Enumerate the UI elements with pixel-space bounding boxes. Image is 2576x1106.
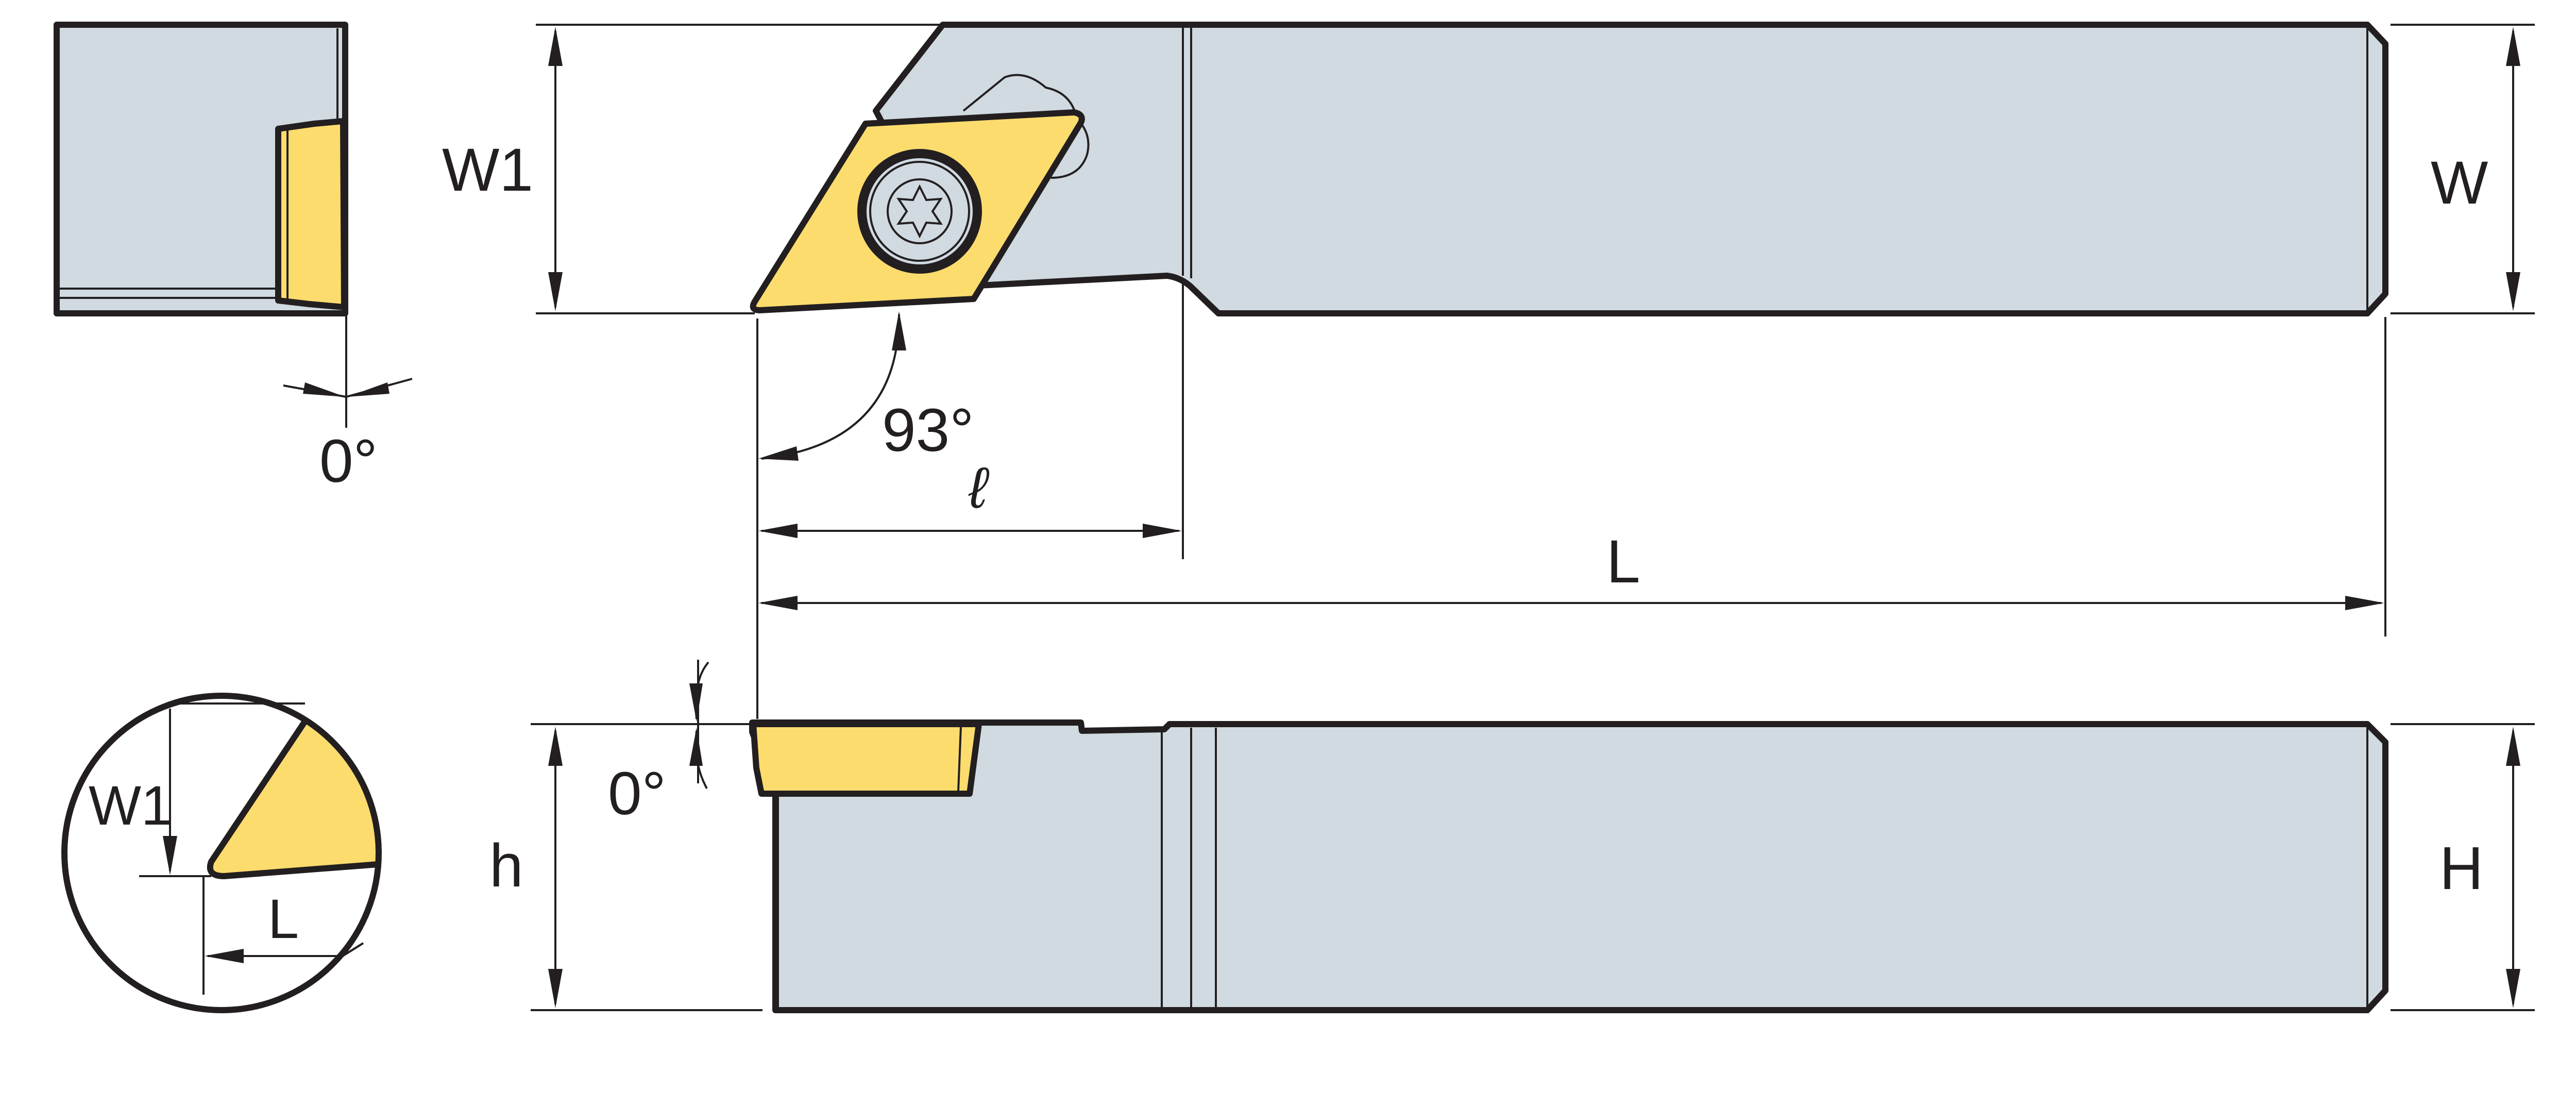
side-angle-label: 0° bbox=[608, 760, 666, 828]
arrowhead-icon bbox=[2345, 596, 2384, 610]
side-view-insert-edge bbox=[957, 726, 962, 792]
arrowhead-icon bbox=[347, 382, 389, 397]
top-w-label: W bbox=[2431, 149, 2488, 217]
arrowhead-icon bbox=[2506, 969, 2520, 1008]
torx-icon bbox=[896, 184, 943, 239]
screw-ring bbox=[869, 161, 970, 262]
side-h-label: h bbox=[489, 832, 523, 900]
arrowhead-icon bbox=[2506, 27, 2520, 66]
arrowhead-icon bbox=[548, 272, 563, 311]
top-view-shank bbox=[873, 22, 2388, 316]
arrowhead-icon bbox=[205, 949, 244, 963]
arrowhead-icon bbox=[689, 683, 703, 722]
arrowhead-icon bbox=[163, 836, 177, 875]
top-w1-label: W1 bbox=[442, 136, 533, 204]
arrowhead-icon bbox=[303, 382, 345, 397]
side-H-label: H bbox=[2439, 834, 2483, 902]
side-view: 0° h H bbox=[489, 660, 2535, 1013]
detail-w1-label: W1 bbox=[89, 774, 172, 836]
angle-93-label: 93° bbox=[882, 396, 974, 464]
detail-view: W1 L bbox=[61, 693, 382, 1013]
ell-label: ℓ bbox=[968, 456, 990, 520]
side-view-shank bbox=[749, 719, 2388, 1013]
arrowhead-icon bbox=[1143, 524, 1182, 538]
arrowhead-icon bbox=[758, 596, 798, 610]
length-l-label: L bbox=[1606, 528, 1640, 596]
screw-head bbox=[857, 149, 982, 274]
arrowhead-icon bbox=[2506, 727, 2520, 766]
detail-l-leader bbox=[342, 942, 364, 957]
arrowhead-icon bbox=[892, 311, 906, 350]
end-angle-label: 0° bbox=[319, 427, 378, 495]
arrowhead-icon bbox=[2506, 272, 2520, 311]
arrowhead-icon bbox=[548, 969, 563, 1008]
side-view-insert bbox=[750, 721, 982, 797]
arrowhead-icon bbox=[758, 446, 799, 461]
top-view: W1 W 93° ℓ L bbox=[442, 22, 2535, 719]
detail-l-label: L bbox=[268, 887, 299, 950]
arrowhead-icon bbox=[548, 727, 563, 766]
arrowhead-icon bbox=[548, 27, 563, 66]
end-view-insert bbox=[275, 118, 347, 310]
angle-93-arc bbox=[761, 314, 900, 460]
arrowhead-icon bbox=[689, 728, 703, 766]
detail-circle bbox=[61, 693, 382, 1013]
arrowhead-icon bbox=[758, 524, 798, 538]
end-view: 0° bbox=[54, 22, 413, 495]
screw-recess bbox=[887, 178, 953, 244]
